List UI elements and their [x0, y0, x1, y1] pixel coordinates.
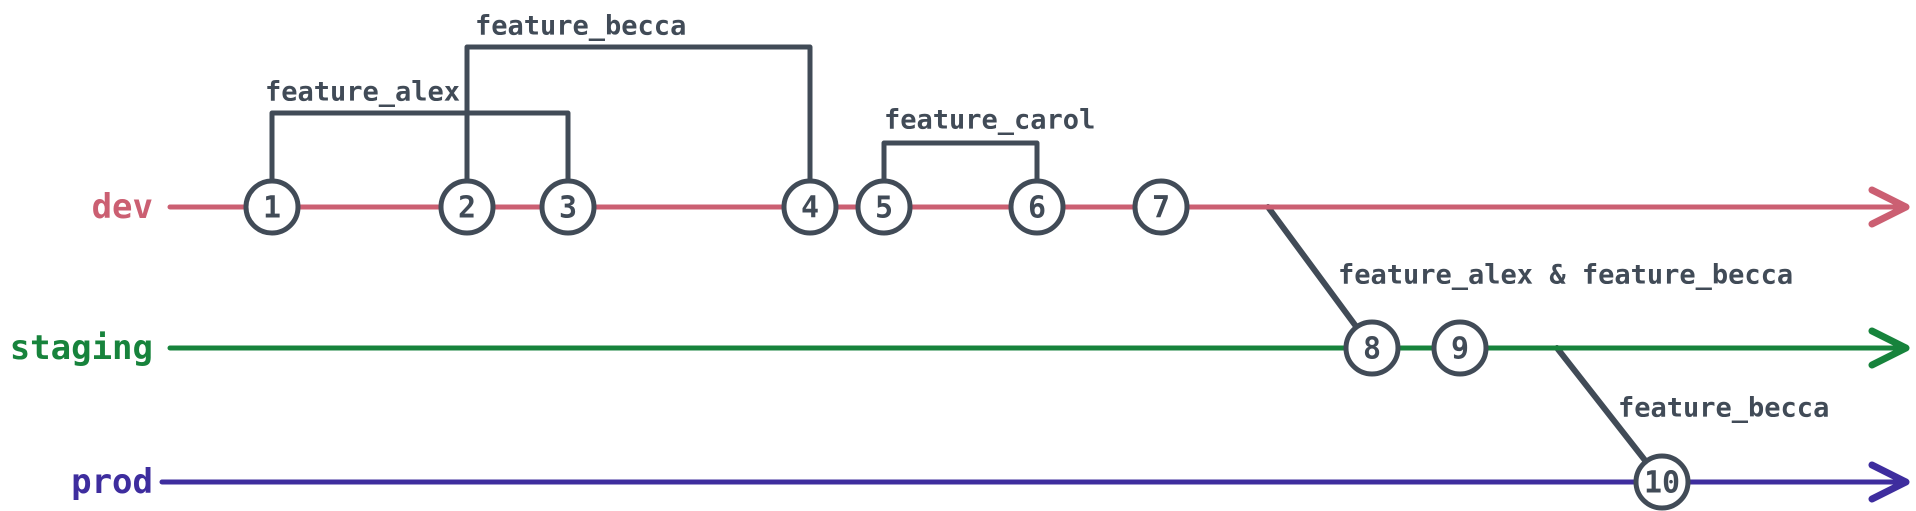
feature-bracket-feature-becca: [464, 44, 813, 210]
commit-number-8: 8: [1363, 332, 1381, 367]
merge-label-feature-alex-feature-becca: feature_alex & feature_becca: [1338, 260, 1793, 291]
commit-number-7: 7: [1152, 191, 1170, 226]
commit-number-10: 10: [1644, 466, 1680, 501]
dev-arrowhead-icon: [1868, 186, 1910, 228]
feature-bracket-label-feature-carol: feature_carol: [884, 105, 1095, 136]
branch-label-staging: staging: [10, 328, 153, 368]
merge-label-feature-becca: feature_becca: [1618, 393, 1829, 424]
commit-number-5: 5: [875, 191, 893, 226]
commit-number-1: 1: [263, 191, 281, 226]
branch-label-dev: dev: [92, 187, 153, 227]
feature-bracket-label-feature-becca: feature_becca: [475, 11, 686, 42]
commit-node-8: [1343, 319, 1401, 377]
commit-node-6: [1008, 178, 1066, 236]
commit-number-3: 3: [559, 191, 577, 226]
commit-node-4: [781, 178, 839, 236]
commit-number-9: 9: [1451, 332, 1469, 367]
feature-bracket-feature-alex: [269, 110, 571, 210]
feature-bracket-feature-carol: [881, 140, 1040, 210]
commit-node-10: [1633, 453, 1691, 511]
commit-number-2: 2: [458, 191, 476, 226]
merge-line-feature-alex-feature-becca: [1265, 204, 1375, 351]
branch-label-prod: prod: [71, 462, 153, 502]
feature-bracket-label-feature-alex: feature_alex: [265, 77, 460, 108]
commit-node-7: [1132, 178, 1190, 236]
commit-node-1: [243, 178, 301, 236]
staging-arrowhead-icon: [1868, 327, 1910, 369]
prod-arrowhead-icon: [1868, 461, 1910, 503]
commit-node-9: [1431, 319, 1489, 377]
commit-node-5: [855, 178, 913, 236]
commit-node-3: [539, 178, 597, 236]
commit-number-6: 6: [1028, 191, 1046, 226]
commit-number-4: 4: [801, 191, 819, 226]
commit-node-2: [438, 178, 496, 236]
